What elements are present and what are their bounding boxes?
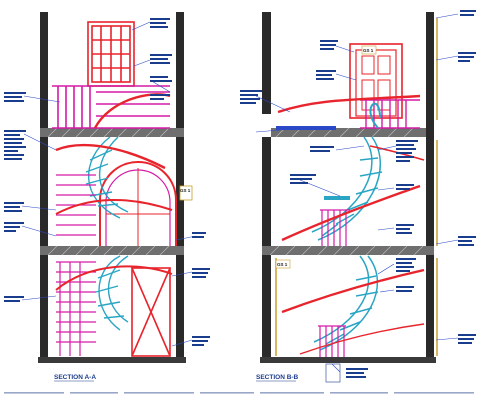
section-b-title: SECTION B-B bbox=[256, 374, 299, 381]
section-a-handrail-middle-2 bbox=[55, 199, 173, 215]
section-a-handrail-middle bbox=[55, 143, 166, 170]
section-b-ground-slab bbox=[260, 357, 436, 363]
section-b-gs-marker-2 bbox=[275, 259, 291, 269]
section-b-bottom-block bbox=[325, 363, 341, 383]
section-a-ground-slab bbox=[38, 357, 186, 363]
section-b-note-blocks bbox=[240, 10, 476, 378]
section-b-handrail-middle bbox=[281, 184, 421, 242]
section-a-spiral-stair-bottom bbox=[95, 255, 129, 331]
section-a-door-bottom bbox=[131, 267, 171, 357]
section-b-right-wall bbox=[426, 12, 434, 362]
section-a-stair-flight-bottom bbox=[56, 261, 96, 356]
section-a-handrail-bottom bbox=[55, 265, 173, 291]
caption-strip bbox=[4, 392, 474, 394]
section-b-floor-slab-1 bbox=[271, 128, 426, 137]
section-b-gs-marker-1 bbox=[361, 45, 377, 55]
section-a-left-wall bbox=[40, 12, 48, 362]
section-b-handrail-top bbox=[277, 94, 421, 114]
section-b-stair-upper-flight bbox=[324, 196, 350, 200]
section-b-top-balustrade bbox=[360, 99, 420, 129]
section-b-left-wall bbox=[262, 12, 271, 114]
section-b-door-top bbox=[349, 43, 403, 119]
section-b-tag-1: GS 1 bbox=[363, 48, 374, 53]
section-b-slab-hatch bbox=[269, 127, 424, 256]
section-a-door-top bbox=[87, 21, 135, 87]
section-b-b: GS 1 GS 1 bbox=[240, 10, 476, 383]
section-b-tag-2: GS 1 bbox=[277, 262, 288, 267]
section-a-note-blocks bbox=[4, 18, 210, 346]
section-b-spiral-stair-middle bbox=[311, 136, 383, 241]
section-b-handrail-bottom-2 bbox=[299, 323, 425, 355]
section-a-floor-slab-1 bbox=[40, 128, 184, 137]
section-a-floor-slab-2 bbox=[40, 246, 184, 255]
section-b-handrail-bottom bbox=[281, 268, 425, 314]
section-a-title: SECTION A-A bbox=[54, 374, 96, 381]
section-b-landing-bar bbox=[276, 126, 336, 130]
section-a-leader-lines bbox=[21, 21, 197, 347]
section-b-balustrade-middle bbox=[320, 209, 350, 246]
section-a-a: GS 1 SECTION A-A bbox=[4, 12, 210, 382]
section-a-stair-flight-middle bbox=[56, 174, 96, 236]
section-a-gs-marker bbox=[179, 185, 193, 201]
section-a-top-balustrade bbox=[52, 85, 170, 129]
section-a-tag-1: GS 1 bbox=[180, 188, 191, 193]
section-b-handrail-top-curve bbox=[369, 102, 381, 129]
section-b-spiral-stair-bottom bbox=[313, 255, 379, 351]
section-a-slab-hatch bbox=[47, 127, 170, 256]
section-b-leader-lines bbox=[255, 13, 459, 373]
section-b-floor-slab-2 bbox=[262, 246, 434, 255]
